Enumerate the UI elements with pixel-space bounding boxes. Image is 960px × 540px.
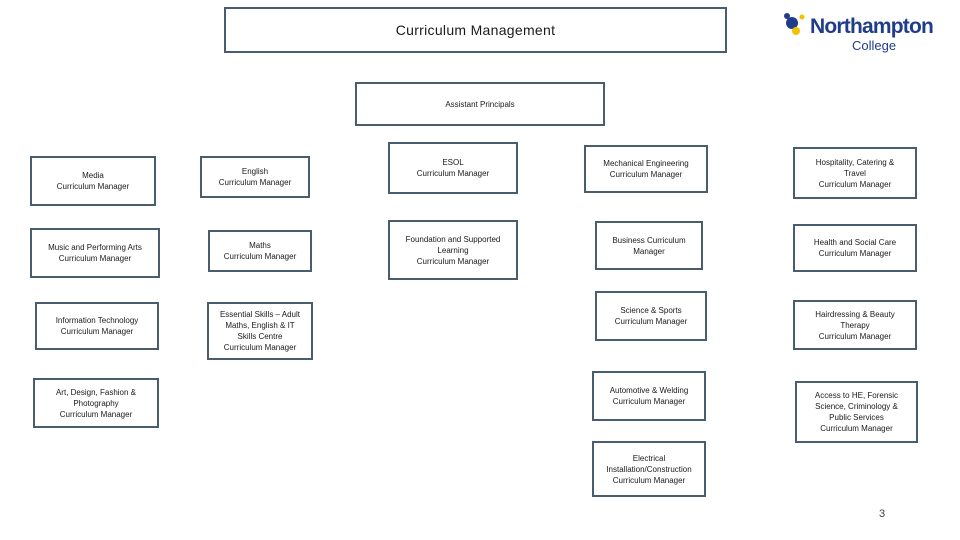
manager-box: Foundation and Supported Learning Curric… — [388, 220, 518, 280]
box-line: Business Curriculum — [612, 235, 686, 245]
box-line: Curriculum Manager — [56, 182, 130, 191]
box-line: Curriculum Manager — [223, 343, 297, 352]
page-title-text: Curriculum Management — [395, 22, 556, 38]
page-number: 3 — [878, 508, 886, 520]
box-line: Hospitality, Catering & — [815, 157, 895, 167]
box-line: Science & Sports — [620, 306, 682, 315]
box-line: Hairdressing & Beauty — [815, 309, 895, 319]
box-line: Learning — [437, 245, 469, 255]
manager-box: Information Technology Curriculum Manage… — [35, 302, 159, 350]
manager-box: Automotive & Welding Curriculum Manager — [592, 371, 706, 421]
box-line: Installation/Construction — [606, 464, 692, 474]
box-line: Curriculum Manager — [818, 179, 892, 189]
box-line: Travel — [844, 168, 866, 178]
box-line: Science, Criminology & — [815, 402, 898, 411]
manager-box: Business Curriculum Manager — [595, 221, 703, 270]
box-line: Curriculum Manager — [59, 409, 133, 419]
box-line: Foundation and Supported — [405, 234, 501, 244]
manager-box: Health and Social Care Curriculum Manage… — [793, 224, 917, 272]
box-line: Electrical — [632, 453, 666, 463]
assistant-principals-label: Assistant Principals — [445, 99, 515, 109]
box-line: Photography — [73, 398, 119, 408]
box-line: Curriculum Manager — [609, 170, 683, 179]
logo-subword: College — [852, 38, 896, 53]
manager-box: Art, Design, Fashion & Photography Curri… — [33, 378, 159, 428]
logo-dot-accent-small — [799, 14, 805, 20]
box-line: Access to HE, Forensic — [814, 391, 899, 400]
box-line: Music and Performing Arts — [48, 243, 142, 252]
box-line: Information Technology — [55, 316, 139, 325]
logo-wordmark: Northampton — [810, 15, 933, 38]
box-line: Maths, English & IT — [225, 321, 295, 330]
box-line: Public Services — [829, 413, 884, 422]
logo-dot-accent — [792, 27, 800, 35]
box-line: ESOL — [442, 158, 464, 167]
manager-box: English Curriculum Manager — [200, 156, 310, 198]
box-line: Curriculum Manager — [818, 331, 892, 341]
box-line: Therapy — [840, 320, 870, 330]
box-line: Essential Skills – Adult — [219, 310, 301, 319]
box-line: English — [241, 167, 269, 176]
box-line: Curriculum Manager — [820, 424, 893, 433]
box-line: Art, Design, Fashion & — [55, 387, 137, 397]
box-line: Curriculum Manager — [612, 475, 686, 485]
box-line: Skills Centre — [237, 332, 283, 341]
manager-box: ESOL Curriculum Manager — [388, 142, 518, 194]
box-line: Curriculum Manager — [58, 254, 132, 263]
box-line: Curriculum Manager — [416, 169, 490, 178]
box-line: Curriculum Manager — [60, 327, 134, 336]
box-line: Curriculum Manager — [416, 256, 490, 266]
logo-dot-small — [784, 13, 790, 19]
box-line: Curriculum Manager — [818, 249, 892, 258]
assistant-principals-box: Assistant Principals — [355, 82, 605, 126]
manager-box: Science & Sports Curriculum Manager — [595, 291, 707, 341]
manager-box: Hospitality, Catering & Travel Curriculu… — [793, 147, 917, 199]
manager-box: Access to HE, Forensic Science, Criminol… — [795, 381, 918, 443]
manager-box: Music and Performing Arts Curriculum Man… — [30, 228, 160, 278]
logo-dot-large — [786, 17, 798, 29]
box-line: Automotive & Welding — [609, 386, 689, 395]
manager-box: Media Curriculum Manager — [30, 156, 156, 206]
northampton-college-logo: Northampton College — [784, 13, 934, 53]
manager-box: Essential Skills – Adult Maths, English … — [207, 302, 313, 360]
box-line: Curriculum Manager — [223, 252, 297, 261]
box-line: Maths — [249, 241, 271, 250]
manager-box: Maths Curriculum Manager — [208, 230, 312, 272]
manager-box: Mechanical Engineering Curriculum Manage… — [584, 145, 708, 193]
manager-box: Electrical Installation/Construction Cur… — [592, 441, 706, 497]
box-line: Curriculum Manager — [612, 397, 686, 406]
box-line: Curriculum Manager — [218, 178, 292, 187]
box-line: Curriculum Manager — [614, 317, 688, 326]
box-line: Media — [82, 171, 104, 180]
manager-box: Hairdressing & Beauty Therapy Curriculum… — [793, 300, 917, 350]
page-title: Curriculum Management — [224, 7, 727, 53]
box-line: Health and Social Care — [813, 238, 897, 247]
box-line: Mechanical Engineering — [603, 159, 689, 168]
box-line: Manager — [633, 246, 665, 256]
